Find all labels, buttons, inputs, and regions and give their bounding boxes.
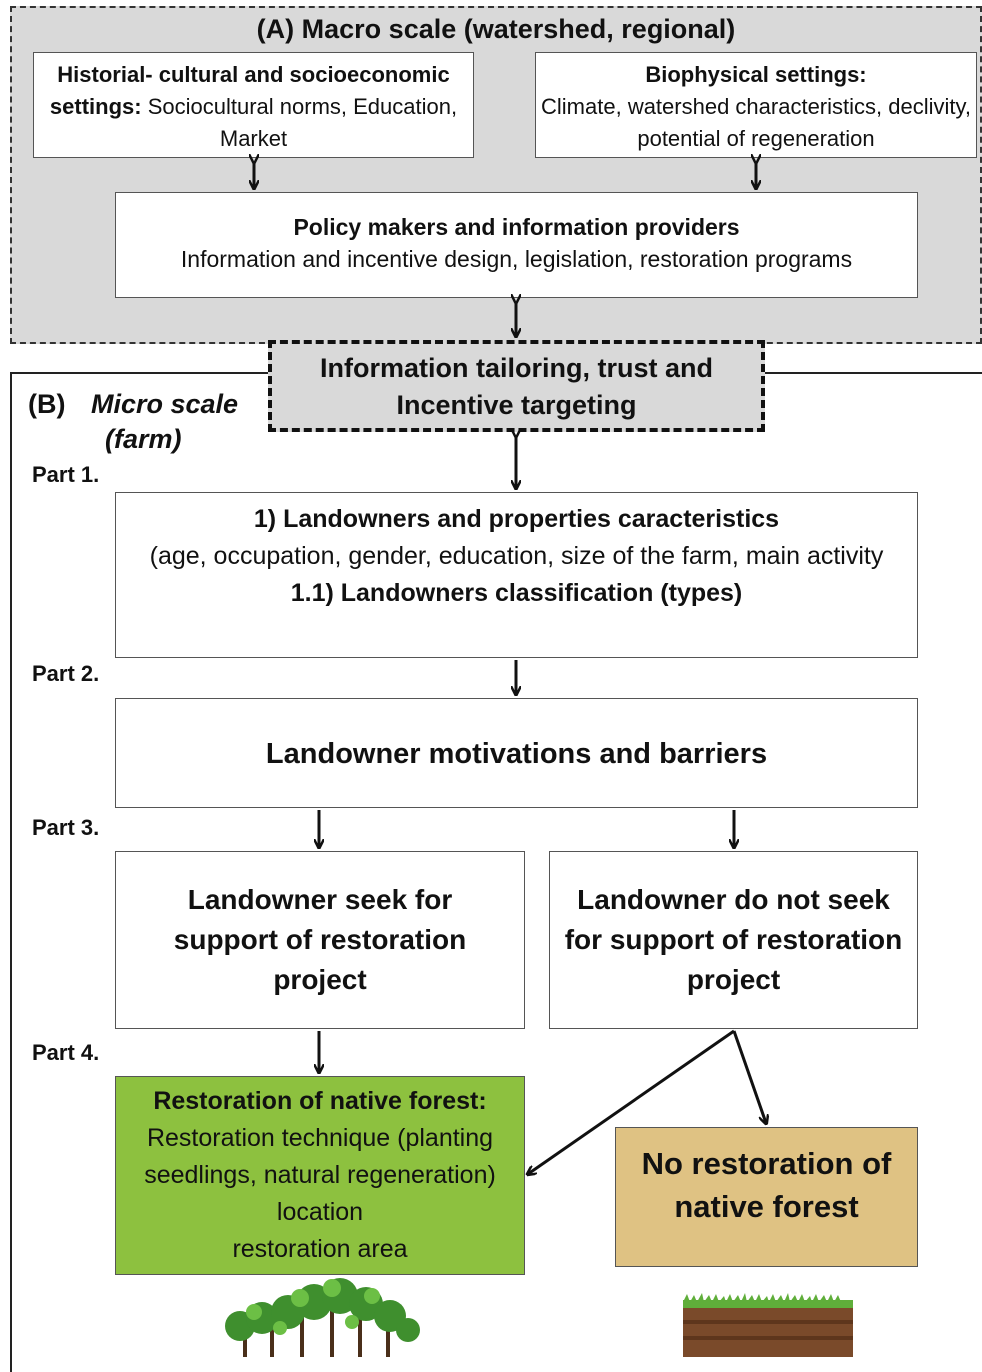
- tailoring-line-1: Information tailoring, trust and: [320, 353, 713, 383]
- biophysical-settings-heading: Biophysical settings:: [645, 62, 867, 87]
- characteristics-title: 1) Landowners and properties caracterist…: [253, 505, 780, 533]
- policy-makers-box: Policy makers and information providers …: [115, 192, 918, 298]
- restoration-technique: Restoration technique (planting seedling…: [144, 1124, 496, 1189]
- restoration-area: restoration area: [232, 1235, 408, 1263]
- arrow-not-seek-no-restoration: [732, 1030, 766, 1123]
- part-1-label: Part 1.: [32, 462, 100, 487]
- characteristics-text: (age, occupation, gender, education, siz…: [149, 542, 884, 570]
- not-seek-support-box: Landowner do not seek for support of res…: [549, 851, 918, 1029]
- restoration-title: Restoration of native forest:: [153, 1087, 487, 1115]
- part-3-label: Part 3.: [32, 815, 100, 840]
- micro-scale-label: (B) Micro scale: [28, 386, 238, 423]
- micro-scale-subtitle: (farm): [105, 424, 182, 454]
- policy-makers-text: Information and incentive design, legisl…: [180, 246, 853, 272]
- restoration-native-forest-box: Restoration of native forest: Restoratio…: [115, 1076, 525, 1275]
- macro-scale-title: (A) Macro scale (watershed, regional): [256, 14, 736, 44]
- motivations-barriers-box: Landowner motivations and barriers: [115, 698, 918, 808]
- part-2-label: Part 2.: [32, 661, 100, 686]
- information-tailoring-box: Information tailoring, trust and Incenti…: [268, 340, 765, 432]
- soil-grass-icon: [683, 1293, 853, 1357]
- micro-scale-title: Micro scale: [91, 389, 239, 419]
- historical-settings-text: Sociocultural norms, Education, Market: [141, 94, 458, 151]
- biophysical-settings-box: Biophysical settings: Climate, watershed…: [535, 52, 977, 158]
- policy-makers-title: Policy makers and information providers: [293, 214, 740, 240]
- arrow-not-seek-restoration: [528, 1029, 735, 1174]
- no-restoration-box: No restoration of native forest: [615, 1127, 918, 1267]
- classification-title: 1.1) Landowners classification (types): [290, 579, 743, 607]
- seek-support-box: Landowner seek for support of restoratio…: [115, 851, 525, 1029]
- tailoring-line-2: Incentive targeting: [396, 390, 637, 420]
- landowner-characteristics-box: 1) Landowners and properties caracterist…: [115, 492, 918, 658]
- micro-scale-letter: (B): [28, 389, 66, 419]
- biophysical-settings-text: Climate, watershed characteristics, decl…: [541, 94, 971, 151]
- part-4-label: Part 4.: [32, 1040, 100, 1065]
- trees-icon: [225, 1278, 420, 1357]
- restoration-location: location: [276, 1198, 364, 1226]
- historical-settings-heading: Historial- cultural and socioeconomic se…: [49, 62, 450, 119]
